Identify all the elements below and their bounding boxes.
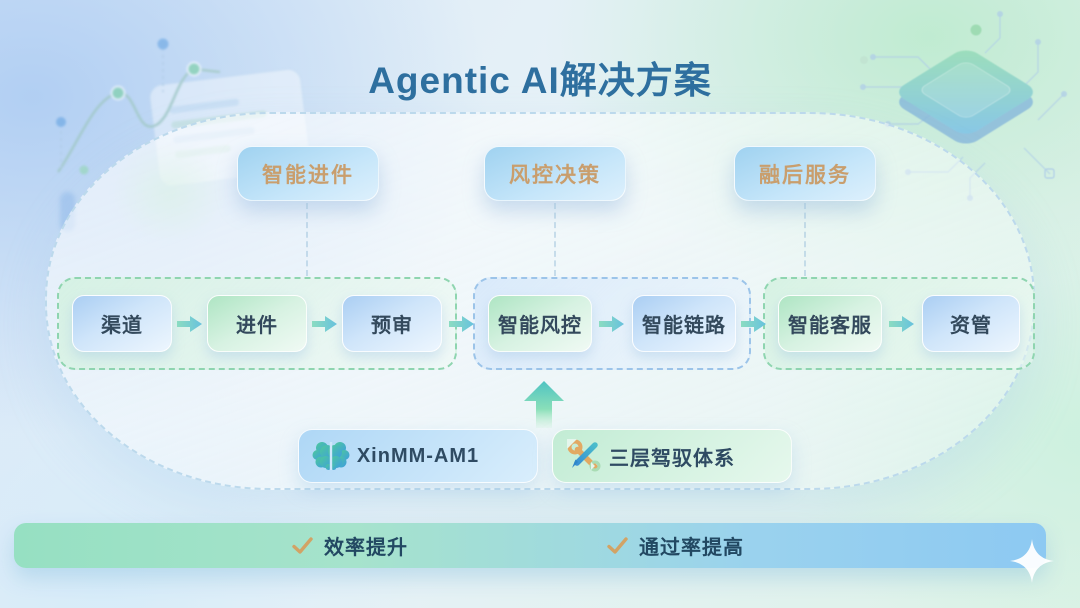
arrow-right-icon [311,315,337,332]
stage-badge-intake: 智能进件 [237,146,379,201]
tools-icon [567,439,601,472]
benefit-label: 通过率提高 [639,537,744,559]
check-icon [607,537,628,554]
dashed-connector [804,203,806,276]
benefit-item-efficiency: 效率提升 [292,523,408,568]
flow-node-label: 智能客服 [788,315,872,337]
flow-group-intake: 渠道 进件 预审 [57,277,457,370]
benefit-item-pass-rate: 通过率提高 [607,523,744,568]
stage-badge-label: 风控决策 [509,163,601,187]
stage-badge-post-financing: 融后服务 [734,146,876,201]
flow-node: 进件 [207,295,307,352]
flow-node-label: 资管 [950,315,992,337]
benefit-label: 效率提升 [324,537,408,559]
flow-node-label: 进件 [236,315,278,337]
flow-node: 渠道 [72,295,172,352]
flow-group-risk: 智能风控 智能链路 [473,277,751,370]
brain-icon [312,442,350,470]
arrow-right-icon [741,316,766,332]
arrow-right-icon [449,316,474,332]
page-title: Agentic AI解决方案 [368,60,712,101]
flow-node: 资管 [922,295,1020,352]
flow-node-label: 智能链路 [642,315,726,337]
engine-label: 三层驾驭体系 [609,447,735,470]
stage-badge-risk-decision: 风控决策 [484,146,626,201]
arrow-right-icon [889,315,914,332]
flow-node: 预审 [342,295,442,352]
flow-node-label: 智能风控 [498,315,582,337]
dashed-connector [306,203,308,276]
flow-node-label: 渠道 [101,315,143,337]
flow-group-post-service: 智能客服 资管 [763,277,1035,370]
arrow-up-icon [524,381,564,428]
engine-card-framework: 三层驾驭体系 [552,429,792,483]
benefit-bar: 效率提升 通过率提高 [14,523,1046,568]
engine-label: XinMM-AM1 [356,444,480,467]
sparkle-icon [1010,539,1054,583]
stage-badge-label: 融后服务 [759,163,851,187]
arrow-right-icon [176,315,202,332]
flow-node: 智能客服 [778,295,882,352]
engine-card-xinmm: XinMM-AM1 [298,429,538,483]
check-icon [292,537,313,554]
flow-node: 智能风控 [488,295,592,352]
dashed-connector [554,203,556,276]
flow-node-label: 预审 [371,315,413,337]
stage-badge-label: 智能进件 [262,163,354,187]
arrow-right-icon [599,315,624,332]
flow-node: 智能链路 [632,295,736,352]
